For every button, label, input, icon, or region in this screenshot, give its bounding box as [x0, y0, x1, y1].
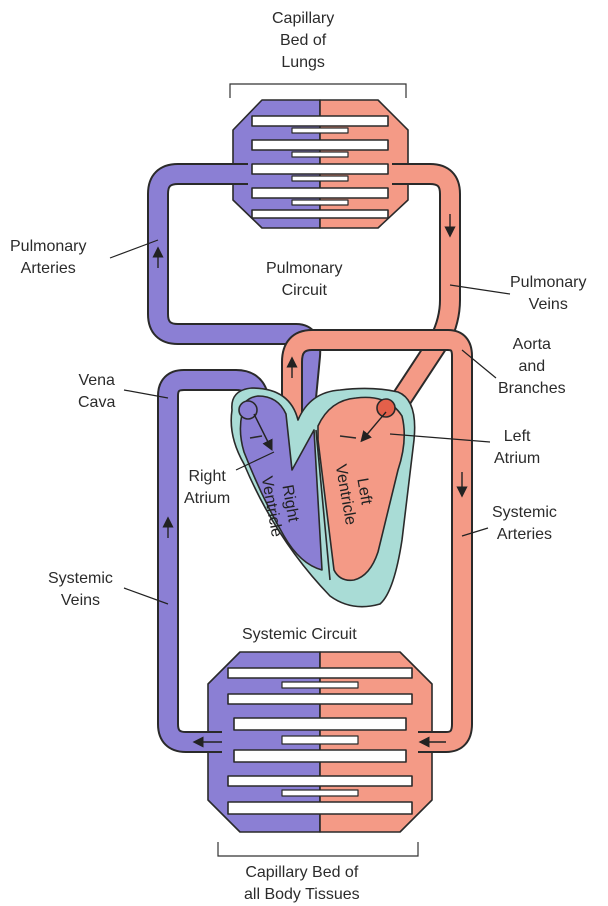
systemic-circuit-label: Systemic Circuit: [242, 624, 357, 646]
vena-cava-label: Vena Cava: [78, 370, 115, 414]
lung-capillary-bed: [233, 100, 408, 228]
systemic-veins-line-1: Systemic: [48, 568, 113, 590]
pulmonary-arteries-line-1: Pulmonary: [10, 236, 86, 258]
systemic-veins-label: Systemic Veins: [48, 568, 113, 612]
left-atrium-label: Left Atrium: [494, 426, 540, 470]
bottom-bracket: [218, 842, 418, 856]
capillary-bed-body-line-2: all Body Tissues: [244, 884, 360, 906]
capillary-bed-body-label: Capillary Bed of all Body Tissues: [244, 862, 360, 906]
pulmonary-circuit-label: Pulmonary Circuit: [266, 258, 342, 302]
systemic-arteries-label: Systemic Arteries: [492, 502, 557, 546]
aorta-line-1: Aorta: [498, 334, 566, 356]
pulmonary-veins-line-1: Pulmonary: [510, 272, 586, 294]
right-atrium-line-2: Atrium: [184, 488, 230, 510]
body-capillary-bed: [208, 652, 432, 832]
pulmonary-veins-line-2: Veins: [510, 294, 586, 316]
capillary-bed-lungs-line-2: Bed of: [272, 30, 334, 52]
pulmonary-circuit-line-1: Pulmonary: [266, 258, 342, 280]
right-atrium-line-1: Right: [184, 466, 230, 488]
capillary-bed-lungs-label: Capillary Bed of Lungs: [272, 8, 334, 74]
left-atrium-line-1: Left: [494, 426, 540, 448]
vena-cava-line-2: Cava: [78, 392, 115, 414]
aorta-line-2: and: [498, 356, 566, 378]
capillary-bed-body-line-1: Capillary Bed of: [244, 862, 360, 884]
capillary-bed-lungs-line-1: Capillary: [272, 8, 334, 30]
systemic-arteries-line-2: Arteries: [492, 524, 557, 546]
aorta-label: Aorta and Branches: [498, 334, 566, 400]
systemic-arteries-line-1: Systemic: [492, 502, 557, 524]
pulmonary-circuit-line-2: Circuit: [266, 280, 342, 302]
aorta-line-3: Branches: [498, 378, 566, 400]
left-atrium-line-2: Atrium: [494, 448, 540, 470]
systemic-veins-line-2: Veins: [48, 590, 113, 612]
pulmonary-arteries-line-2: Arteries: [10, 258, 86, 280]
capillary-bed-lungs-line-3: Lungs: [272, 52, 334, 74]
pulmonary-arteries-label: Pulmonary Arteries: [10, 236, 86, 280]
heart: [231, 388, 414, 607]
top-bracket: [230, 84, 406, 98]
right-atrium-label: Right Atrium: [184, 466, 230, 510]
pulmonary-veins-label: Pulmonary Veins: [510, 272, 586, 316]
vena-cava-line-1: Vena: [78, 370, 115, 392]
